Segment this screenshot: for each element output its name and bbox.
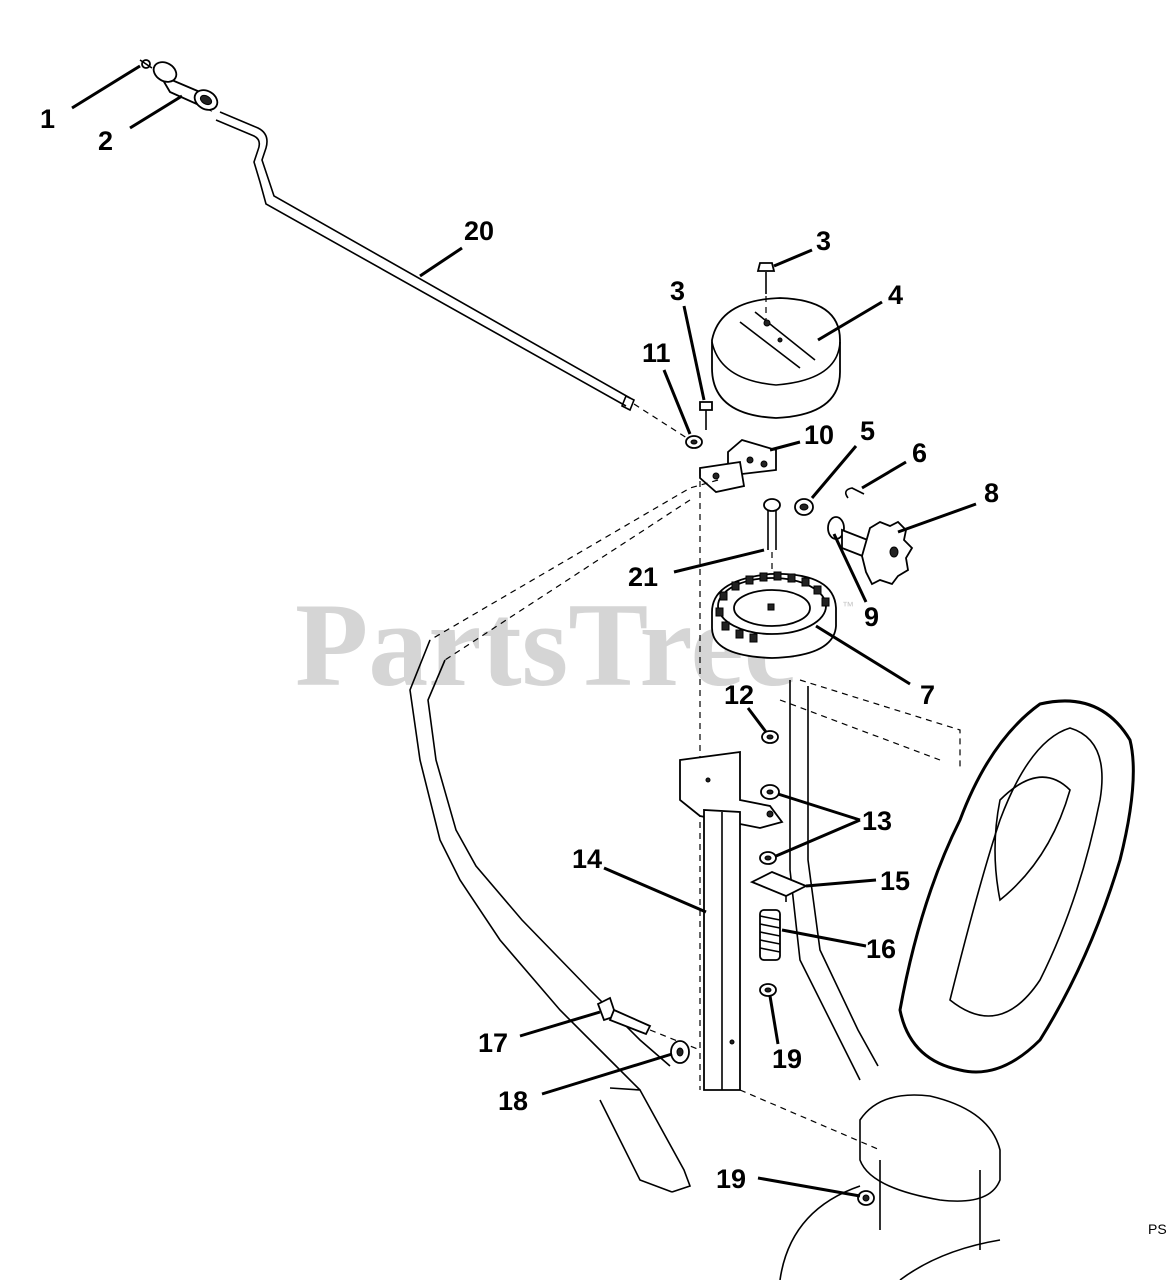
callout-2: 2 [98,126,113,156]
callout-5: 5 [860,416,875,446]
callout-18: 18 [498,1086,528,1116]
callout-15: 15 [880,866,910,896]
handle-grip [152,61,219,112]
chute-ring-gear [711,571,837,659]
callout-9: 9 [864,602,879,632]
callout-10: 10 [804,420,834,450]
grip-screw [139,59,153,69]
corner-code: PS [1148,1221,1167,1237]
callout-12: 12 [724,680,754,710]
flat-washer [670,1040,690,1064]
callout-labels: 1 2 20 3 4 3 11 10 5 6 8 21 9 7 12 13 14… [40,104,999,1194]
callout-21: 21 [628,562,658,592]
callout-1: 1 [40,104,55,134]
crank-handle-assembly [139,59,691,441]
callout-19-lower: 19 [716,1164,746,1194]
callout-4: 4 [888,280,903,310]
watermark-trademark: ™ [842,599,854,613]
callout-11: 11 [642,338,671,368]
callout-13: 13 [862,806,892,836]
carriage-bolt [596,996,701,1051]
compression-spring [759,909,781,961]
pinion-gear [827,516,914,586]
callout-17: 17 [478,1028,508,1058]
mount-screw-and-washer [685,401,713,449]
callout-7: 7 [920,680,935,710]
washers [759,730,780,865]
callout-16: 16 [866,934,896,964]
retaining-clip [844,487,865,499]
callout-6: 6 [912,438,927,468]
pivot-bolt [763,498,781,600]
callout-14: 14 [572,844,602,874]
lock-nut-upper [759,983,777,997]
spacer [794,498,814,516]
callout-3-left: 3 [670,276,685,306]
crank-rod [215,111,691,441]
vertical-bracket [679,750,784,1091]
spring-plate [749,871,809,902]
crank-cover [711,262,841,419]
callout-19-upper: 19 [772,1044,802,1074]
pivot-bracket [699,438,777,493]
watermark-text: PartsTree [295,578,797,711]
callout-8: 8 [984,478,999,508]
callout-20: 20 [464,216,494,246]
discharge-chute [779,699,1135,1281]
callout-3-top: 3 [816,226,831,256]
leader-lines [71,64,977,1198]
